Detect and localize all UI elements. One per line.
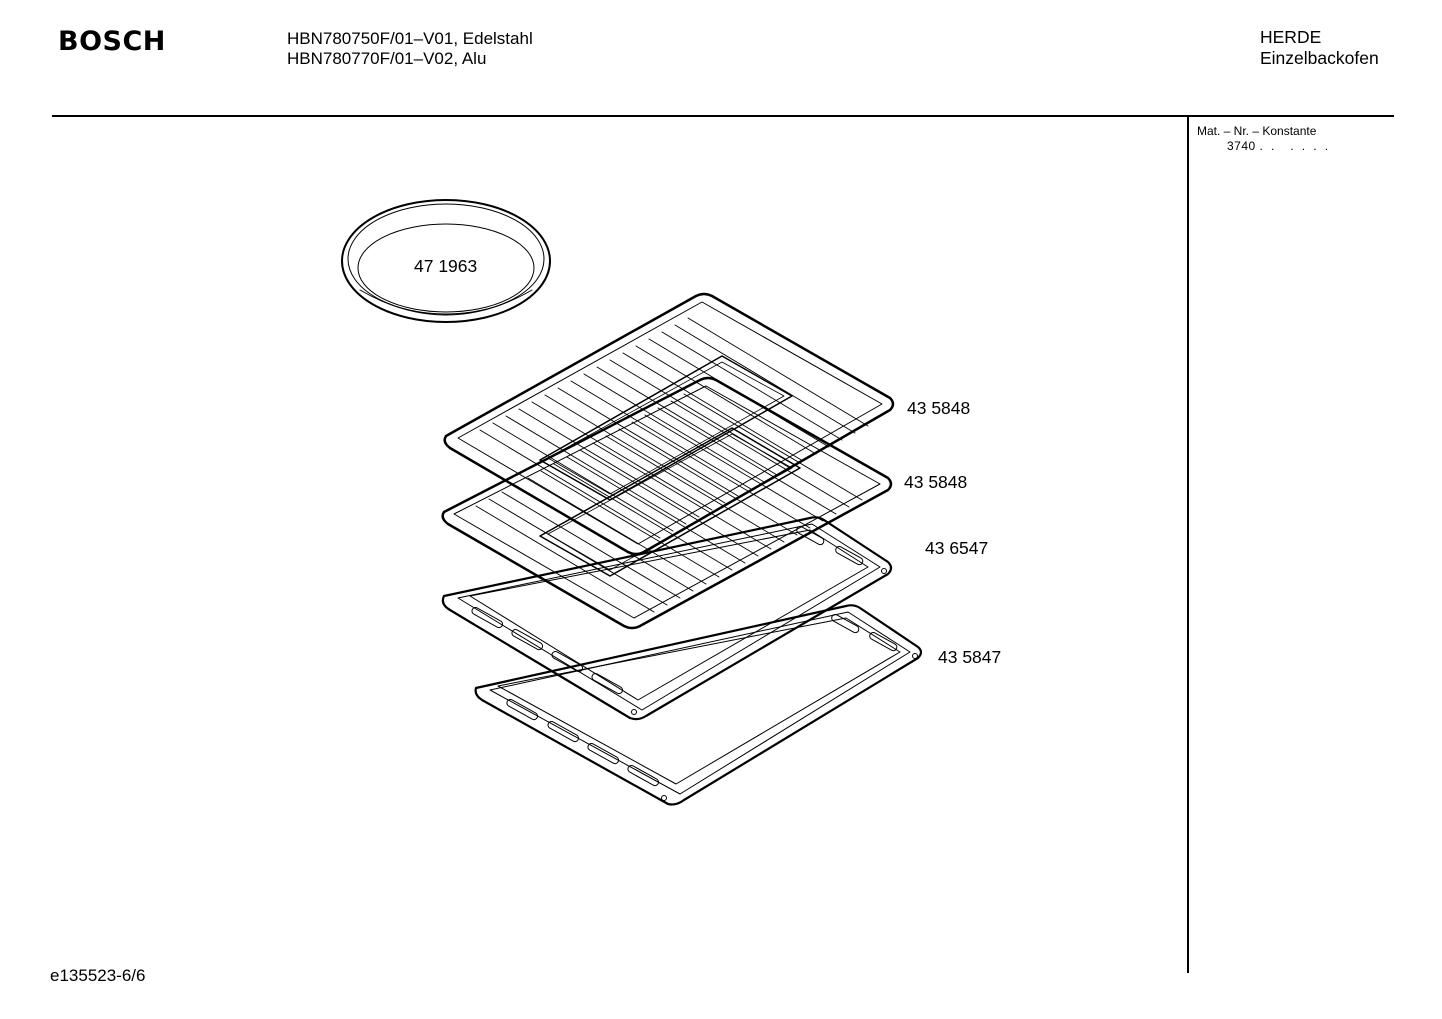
deep-tray-drawing — [474, 604, 923, 806]
exploded-parts-diagram — [341, 199, 923, 806]
category: HERDE — [1260, 27, 1322, 47]
baking-tray-drawing — [441, 516, 893, 721]
model-line-1: HBN780750F/01–V01, Edelstahl — [287, 29, 533, 48]
mat-nr-value: 3740 . . . . . . — [1227, 139, 1329, 153]
part-number-deep-tray: 43 5847 — [938, 647, 1002, 667]
model-line-2: HBN780770F/01–V02, Alu — [287, 49, 487, 68]
wire-rack-lower-drawing — [441, 376, 893, 630]
wire-rack-upper-drawing — [443, 292, 895, 556]
drawing-id: e135523-6/6 — [50, 966, 146, 985]
part-number-wire-rack-bottom: 43 5848 — [904, 472, 968, 492]
part-number-wire-rack-top: 43 5848 — [907, 398, 971, 418]
mat-nr-label: Mat. – Nr. – Konstante — [1197, 124, 1317, 138]
pizza-pan-drawing — [341, 199, 551, 323]
subcategory: Einzelbackofen — [1260, 48, 1379, 68]
part-number-baking-tray: 43 6547 — [925, 538, 989, 558]
brand-logo: BOSCH — [58, 26, 166, 57]
part-number-pizza-pan: 47 1963 — [414, 256, 478, 276]
side-panel-divider — [1187, 117, 1189, 973]
header-divider — [52, 115, 1394, 117]
